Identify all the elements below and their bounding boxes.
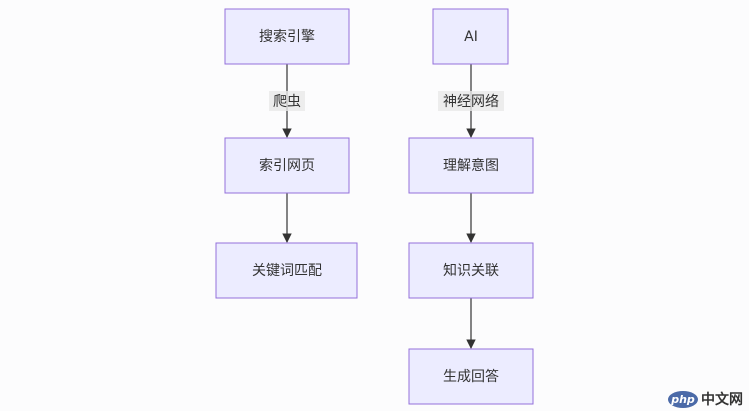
node-generate-answer[interactable]: 生成回答 (408, 348, 534, 405)
node-generate-answer-label: 生成回答 (443, 368, 499, 385)
node-search-engine[interactable]: 搜索引擎 (224, 8, 350, 65)
node-knowledge-link-label: 知识关联 (443, 262, 499, 279)
edge-label-neural-network: 神经网络 (443, 94, 499, 110)
watermark: php 中文网 (668, 389, 743, 409)
node-knowledge-link[interactable]: 知识关联 (408, 242, 534, 299)
edge-label-neural-network-group: 神经网络 (438, 91, 504, 111)
edge-label-crawler-group: 爬虫 (269, 91, 305, 111)
node-keyword-match-label: 关键词匹配 (252, 263, 322, 279)
node-understand-intent-label: 理解意图 (443, 157, 499, 174)
node-ai[interactable]: AI (432, 8, 509, 65)
node-index-pages-label: 索引网页 (259, 157, 315, 174)
node-index-pages[interactable]: 索引网页 (224, 137, 350, 194)
node-understand-intent[interactable]: 理解意图 (408, 137, 534, 194)
watermark-text: 中文网 (701, 392, 743, 408)
edge-label-crawler: 爬虫 (273, 94, 301, 110)
node-keyword-match[interactable]: 关键词匹配 (215, 242, 358, 299)
php-logo-icon: php (668, 390, 698, 408)
node-search-engine-label: 搜索引擎 (259, 28, 315, 45)
node-ai-label: AI (464, 29, 478, 45)
